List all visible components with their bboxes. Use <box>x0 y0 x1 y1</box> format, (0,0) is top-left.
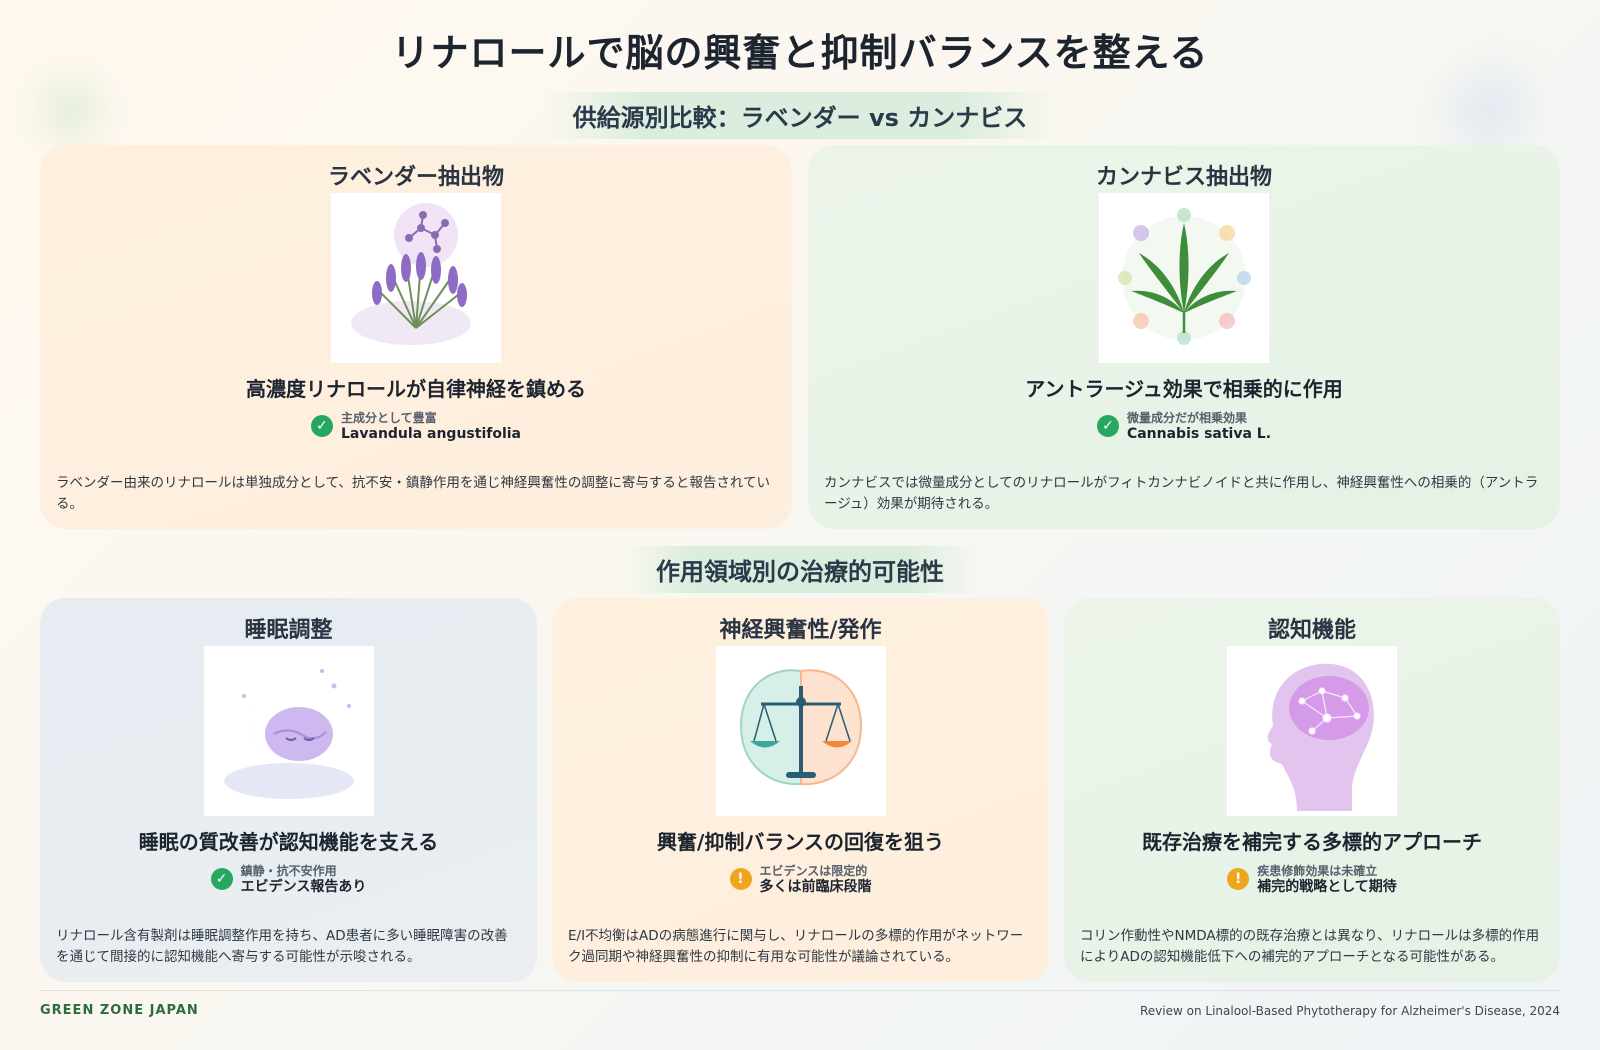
page-title: リナロールで脳の興奮と抑制バランスを整える <box>391 31 1209 75</box>
badge-main: 補完的戦略として期待 <box>1257 879 1397 895</box>
section-title-sources-text: 供給源別比較：ラベンダー vs カンナビス <box>540 92 1060 139</box>
card-description: コリン作動性やNMDA標的の既存治療とは異なり、リナロールは多標的作用によりAD… <box>1080 928 1540 965</box>
badge-sub: 微量成分だが相乗効果 <box>1126 411 1247 425</box>
lavender-illustration <box>331 193 501 363</box>
card-description: E/I不均衡はADの病態進行に関与し、リナロールの多標的作用がネットワーク過同期… <box>568 928 1024 965</box>
section-title-applications: 作用領域別の治療的可能性 <box>0 546 1600 593</box>
card-cognition: 認知機能 既存治療を補完する多標的アプローチ ! 疾患修飾効果は未確立 補完的戦… <box>1064 598 1560 982</box>
card-headline: 高濃度リナロールが自律神経を鎮める <box>246 377 586 401</box>
card-excitability: 神経興奮性/発作 興奮/抑制バランスの回復を狙う ! エビデンスは限定的 多くは… <box>552 598 1049 982</box>
status-badge: ✓ 微量成分だが相乗効果 Cannabis sativa L. <box>1096 410 1272 442</box>
card-cannabis: カンナビス抽出物 アントラージュ効果で相乗的に作用 ✓ 微量 <box>808 145 1560 529</box>
brain-balance-scale-illustration <box>715 646 886 816</box>
head-brain-network-illustration <box>1227 646 1397 816</box>
card-headline: 興奮/抑制バランスの回復を狙う <box>657 830 944 854</box>
section-title-sources: 供給源別比較：ラベンダー vs カンナビス <box>0 92 1600 139</box>
footer-divider <box>40 990 1560 991</box>
badge-main: Cannabis sativa L. <box>1126 426 1272 442</box>
warning-icon: ! <box>729 868 752 890</box>
card-title: 睡眠調整 <box>244 618 333 643</box>
badge-main: エビデンス報告あり <box>240 879 367 895</box>
footer-brand: GREEN ZONE JAPAN <box>40 1003 199 1018</box>
card-description: ラベンダー由来のリナロールは単独成分として、抗不安・鎮静作用を通じ神経興奮性の調… <box>56 475 771 512</box>
card-title: ラベンダー抽出物 <box>327 165 504 190</box>
check-icon: ✓ <box>1096 415 1119 437</box>
badge-sub: 疾患修飾効果は未確立 <box>1257 864 1378 878</box>
card-headline: アントラージュ効果で相乗的に作用 <box>1025 377 1343 401</box>
badge-main: 多くは前臨床段階 <box>759 879 872 895</box>
card-sleep: 睡眠調整 睡眠の質改善が認知機能を支える ✓ 鎮静・抗不安作用 エビデンス報告あ… <box>40 598 537 982</box>
badge-sub: 鎮静・抗不安作用 <box>240 864 337 878</box>
decor-blob-blue <box>1450 70 1530 150</box>
footer-citation: Review on Linalool-Based Phytotherapy fo… <box>1140 1004 1560 1018</box>
decor-blob-green <box>40 80 100 140</box>
warning-icon: ! <box>1227 868 1250 890</box>
card-title: 認知機能 <box>1267 618 1356 643</box>
card-description: リナロール含有製剤は睡眠調整作用を持ち、AD患者に多い睡眠障害の改善を通じて間接… <box>56 928 508 965</box>
card-headline: 既存治療を補完する多標的アプローチ <box>1142 830 1482 854</box>
status-badge: ! 疾患修飾効果は未確立 補完的戦略として期待 <box>1227 863 1397 895</box>
card-headline: 睡眠の質改善が認知機能を支える <box>138 830 439 854</box>
badge-sub: エビデンスは限定的 <box>759 864 868 878</box>
check-icon: ✓ <box>311 415 333 437</box>
sleeping-brain-moon-illustration <box>203 646 374 816</box>
badge-main: Lavandula angustifolia <box>341 426 521 442</box>
status-badge: ✓ 鎮静・抗不安作用 エビデンス報告あり <box>210 863 367 895</box>
card-title: 神経興奮性/発作 <box>719 618 882 643</box>
card-description: カンナビスでは微量成分としてのリナロールがフィトカンナビノイドと共に作用し、神経… <box>824 475 1539 512</box>
card-title: カンナビス抽出物 <box>1095 165 1272 190</box>
section-title-applications-text: 作用領域別の治療的可能性 <box>624 546 976 593</box>
check-icon: ✓ <box>210 868 233 890</box>
card-lavender: ラベンダー抽出物 <box>40 145 792 529</box>
status-badge: ✓ 主成分として豊富 Lavandula angustifolia <box>311 410 521 442</box>
cannabis-illustration <box>1099 193 1269 363</box>
badge-sub: 主成分として豊富 <box>341 411 437 425</box>
status-badge: ! エビデンスは限定的 多くは前臨床段階 <box>729 863 872 895</box>
